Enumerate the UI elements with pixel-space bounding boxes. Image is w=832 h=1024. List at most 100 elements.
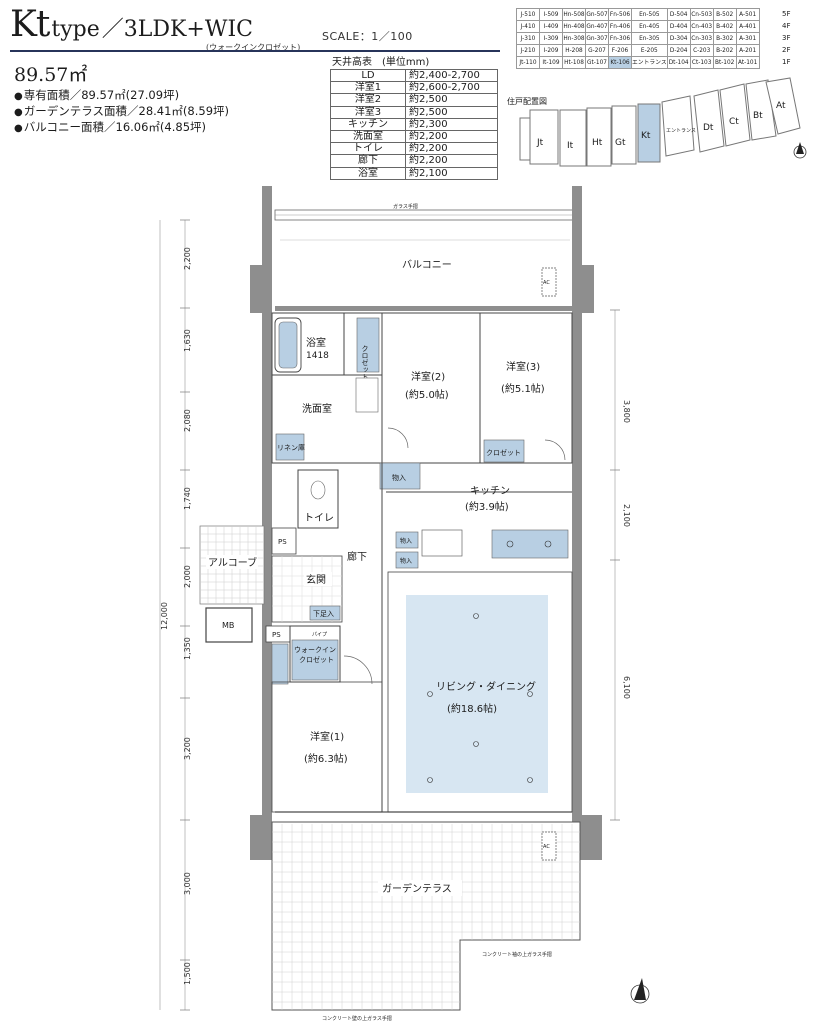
dim-left-1: 2,200 bbox=[183, 247, 192, 270]
storage-side bbox=[271, 643, 289, 685]
dim-right-1: 3,800 bbox=[622, 400, 631, 423]
site-label-ht: Ht bbox=[592, 138, 603, 148]
site-block-ht bbox=[586, 107, 612, 167]
walk-in-closet: ウォークイン クロゼット パイプ bbox=[271, 625, 341, 685]
area-item-private: 専有面積／89.57㎡(27.09坪) bbox=[14, 88, 229, 104]
area-item-balcony: バルコニー面積／16.06㎡(4.85坪) bbox=[14, 120, 229, 136]
unit-cell: A-301 bbox=[735, 32, 760, 45]
site-plan-label: 住戸配置図 bbox=[507, 97, 547, 106]
toilet-label: トイレ bbox=[304, 513, 334, 524]
site-label-at: At bbox=[776, 101, 786, 111]
concrete-rail-label-1: コンクリート袖の上ガラス手摺 bbox=[482, 951, 552, 958]
floor-label: 4F bbox=[782, 22, 791, 30]
dim-left-6: 1,350 bbox=[183, 637, 192, 660]
site-block-gt bbox=[611, 105, 637, 165]
type-code: Kt bbox=[10, 4, 50, 45]
dim-total-height: 12,000 bbox=[160, 602, 169, 630]
plan-title: Kttype／3LDK+WIC (ウォークインクロゼット) bbox=[10, 4, 300, 52]
toilet-bowl-icon bbox=[310, 480, 326, 500]
pipe-label: パイプ bbox=[312, 632, 327, 638]
site-block-dt bbox=[693, 89, 725, 153]
storage-kitchen-1 bbox=[395, 531, 419, 549]
site-block-at bbox=[765, 77, 801, 135]
floor-label: 2F bbox=[782, 46, 791, 54]
dim-left-3: 2,080 bbox=[183, 409, 192, 432]
dimensions-left: 12,000 2,200 1,630 2,080 1,740 2,000 1,3… bbox=[159, 219, 192, 1011]
title-rule bbox=[10, 50, 500, 52]
site-block-jt bbox=[529, 109, 559, 165]
living-label: リビング・ダイニング bbox=[436, 680, 536, 693]
glass-rail-label: ガラス手摺 bbox=[393, 203, 418, 210]
bath-label: 浴室 bbox=[306, 336, 326, 349]
site-block-it bbox=[559, 109, 587, 167]
dim-left-5: 2,000 bbox=[183, 565, 192, 588]
ac-unit-garden bbox=[541, 831, 557, 861]
alcove-label: アルコーブ bbox=[208, 556, 257, 569]
wic-label-1: ウォークイン bbox=[294, 646, 336, 654]
unit-cell: Ct-103 bbox=[689, 56, 714, 69]
storage-upper bbox=[379, 462, 421, 490]
washroom-label: 洗面室 bbox=[302, 402, 332, 415]
storage-kitchen-2 bbox=[395, 551, 419, 569]
dim-right-2: 2,100 bbox=[622, 504, 631, 527]
western-room-2: 洋室(2) (約5.0帖) bbox=[381, 312, 481, 464]
western1-size: (約6.3帖) bbox=[304, 752, 348, 765]
ceiling-row: トイレ約2,200 bbox=[330, 142, 498, 156]
ceiling-table-caption: 天井高表 (単位mm) bbox=[332, 57, 430, 68]
ps-label-lower: PS bbox=[272, 631, 281, 639]
western3-label: 洋室(3) bbox=[506, 360, 540, 373]
linen-storage bbox=[275, 433, 305, 461]
area-list: 専有面積／89.57㎡(27.09坪) ガーデンテラス面積／28.41㎡(8.5… bbox=[14, 88, 229, 136]
shoe-cabinet bbox=[309, 605, 341, 621]
balcony: ガラス手摺 バルコニー AC bbox=[274, 203, 576, 297]
ps-label-upper: PS bbox=[278, 538, 287, 546]
floor-label: 5F bbox=[782, 10, 791, 18]
closet-upper: クロゼット bbox=[343, 312, 383, 380]
unit-cell: Fn-506 bbox=[608, 8, 632, 21]
kitchen-label: キッチン bbox=[470, 485, 510, 497]
dim-left-7: 3,200 bbox=[183, 737, 192, 760]
dim-right-3: 6,100 bbox=[622, 676, 631, 699]
kitchen-area: 物入 キッチン (約3.9帖) 物入 物入 bbox=[379, 462, 572, 569]
site-label-kt: Kt bbox=[641, 131, 651, 141]
ac-label-garden: AC bbox=[543, 844, 550, 850]
western1-label: 洋室(1) bbox=[310, 730, 344, 743]
washing-machine bbox=[355, 377, 379, 413]
western2-size: (約5.0帖) bbox=[405, 388, 449, 401]
total-area: 89.57㎡ bbox=[14, 64, 88, 86]
closet2-label: クロゼット bbox=[486, 448, 521, 457]
ac-label-balcony: AC bbox=[543, 280, 550, 286]
corridor: 廊下 bbox=[347, 463, 383, 812]
linen-label: リネン庫 bbox=[277, 443, 305, 452]
north-arrow-icon bbox=[793, 142, 807, 159]
site-label-bt: Bt bbox=[753, 111, 763, 121]
kitchen-size: (約3.9帖) bbox=[465, 500, 509, 513]
site-label-ct: Ct bbox=[729, 117, 739, 127]
site-plan: Jt It Ht Gt Kt エントランス Dt Ct Bt At bbox=[519, 77, 807, 167]
ceiling-row: 洗面室約2,200 bbox=[330, 129, 498, 144]
balcony-label: バルコニー bbox=[402, 259, 452, 271]
storage-label-k2: 物入 bbox=[400, 557, 412, 565]
layout-sub-label: (ウォークインクロゼット) bbox=[206, 43, 301, 52]
site-label-jt: Jt bbox=[536, 138, 544, 148]
closet1-label: クロゼット bbox=[361, 345, 369, 380]
closet-room3 bbox=[483, 439, 525, 463]
shoebox-label: 下足入 bbox=[313, 610, 334, 618]
unit-cell: Kt-106 bbox=[608, 56, 632, 69]
toilet-room: トイレ bbox=[297, 469, 339, 529]
garden-label: ガーデンテラス bbox=[382, 882, 452, 895]
western3-size: (約5.1帖) bbox=[501, 382, 545, 395]
floor-label: 1F bbox=[782, 58, 791, 66]
dimensions-right: 3,800 2,100 6,100 bbox=[610, 309, 631, 821]
site-block-ct bbox=[719, 83, 751, 147]
layout-label: ／3LDK+WIC bbox=[101, 17, 254, 42]
washroom: 洗面室 リネン庫 bbox=[271, 374, 383, 464]
unit-cell: Dt-104 bbox=[666, 56, 691, 69]
type-word: type bbox=[51, 17, 100, 42]
